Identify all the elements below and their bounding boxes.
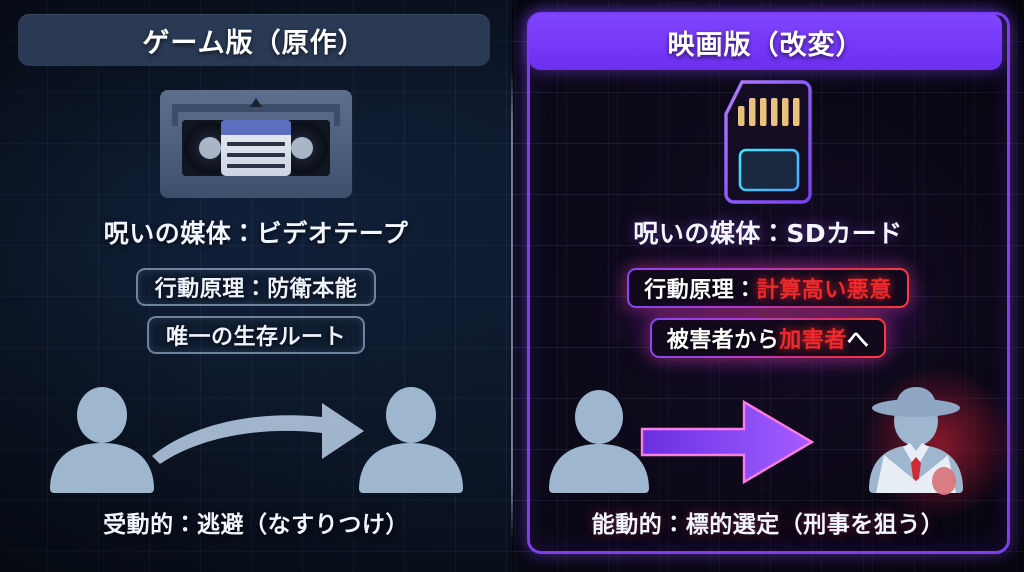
- person-silhouette-icon: [50, 387, 154, 493]
- chip-victim-to-perpetrator-prefix: 被害者から: [666, 328, 780, 353]
- sd-card-icon: [512, 80, 1024, 204]
- chip-behavior-principle-highlight: 計算高い悪意: [756, 278, 892, 303]
- chip-victim-to-perpetrator-highlight: 加害者: [779, 328, 847, 353]
- chip-behavior-principle-prefix: 行動原理：: [644, 278, 757, 303]
- panel-movie-title: 映画版（改変）: [667, 29, 864, 61]
- curved-arrow-icon: [152, 403, 364, 464]
- panel-movie-chips: 行動原理：計算高い悪意 被害者から加害者へ: [512, 268, 1024, 358]
- panel-movie-header: 映画版（改変）: [529, 14, 1002, 70]
- chip-survival-route-label: 唯一の生存ルート: [165, 325, 346, 350]
- panel-game-chips: 行動原理：防衛本能 唯一の生存ルート: [0, 268, 512, 354]
- chip-behavior-principle: 行動原理：計算高い悪意: [627, 268, 909, 308]
- panel-game-header: ゲーム版（原作）: [18, 14, 490, 66]
- panel-game-media-label: 呪いの媒体：ビデオテープ: [103, 219, 409, 248]
- straight-arrow-icon: [640, 399, 815, 485]
- panel-game-title: ゲーム版（原作）: [142, 27, 366, 59]
- person-silhouette-icon: [549, 390, 649, 493]
- panel-movie-actors: [512, 385, 1024, 500]
- chip-survival-route: 唯一の生存ルート: [146, 316, 365, 354]
- chip-victim-to-perpetrator: 被害者から加害者へ: [650, 318, 887, 358]
- panel-divider: [511, 70, 513, 540]
- chip-behavior-principle-label: 行動原理：防衛本能: [154, 277, 358, 302]
- panel-game-caption: 受動的：逃避（なすりつけ）: [103, 512, 409, 538]
- panel-game: ゲーム版（原作）: [0, 14, 512, 538]
- panel-game-actors: [0, 385, 512, 500]
- detective-silhouette-icon: [869, 387, 963, 495]
- panel-movie-caption: 能動的：標的選定（刑事を狙う）: [591, 512, 945, 538]
- vhs-tape-icon: [0, 84, 512, 204]
- person-silhouette-icon: [359, 387, 463, 493]
- chip-behavior-principle: 行動原理：防衛本能: [135, 268, 377, 306]
- panel-movie: 映画版（改変）: [512, 0, 1024, 572]
- panel-movie-media-label: 呪いの媒体：SDカード: [633, 219, 903, 248]
- chip-victim-to-perpetrator-suffix: へ: [846, 328, 870, 353]
